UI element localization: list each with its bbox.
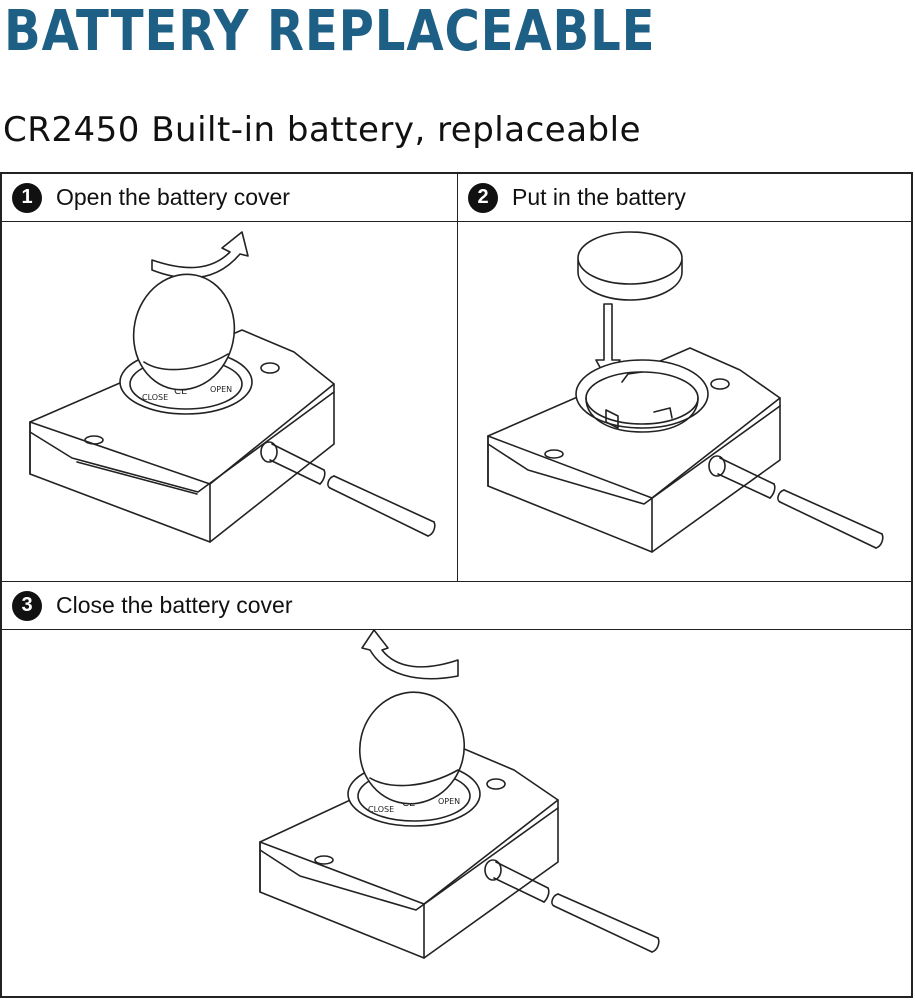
step-2-panel: 2 Put in the battery [458, 174, 911, 582]
open-cover-illustration: CLOSE CE OPEN [29, 231, 436, 543]
device-cable [260, 441, 436, 537]
compartment-ce-mark: CE [174, 386, 187, 397]
device-cable [708, 455, 884, 549]
step-2-label: Put in the battery [512, 184, 686, 210]
step-3-number-badge: 3 [12, 590, 42, 621]
close-cover-illustration: CLOSE CE OPEN [259, 630, 660, 959]
rotate-arrow-icon [361, 630, 459, 680]
steps-grid: 1 Open the battery cover [0, 172, 913, 998]
device-cable [484, 859, 660, 953]
step-1-panel: 1 Open the battery cover [2, 174, 458, 582]
step-3-panel: 3 Close the battery cover [2, 582, 911, 996]
step-1-header: 1 Open the battery cover [2, 174, 457, 222]
compartment-close-mark: CLOSE [142, 393, 168, 402]
step-3-header: 3 Close the battery cover [2, 582, 911, 630]
step-2-header: 2 Put in the battery [458, 174, 911, 222]
battery-coin [358, 691, 466, 805]
insert-battery-illustration [487, 231, 884, 553]
step-2-number-badge: 2 [468, 182, 498, 213]
battery-coin [577, 231, 683, 301]
page-subtitle: CR2450 Built-in battery, replaceable [3, 110, 641, 150]
step-1-number-badge: 1 [12, 182, 42, 213]
compartment-open-mark: OPEN [210, 385, 232, 394]
step-3-label: Close the battery cover [56, 592, 293, 618]
compartment-close-mark: CLOSE [368, 805, 394, 814]
device-body [259, 747, 559, 959]
step-1-label: Open the battery cover [56, 184, 290, 210]
page-title: BATTERY REPLACEABLE [4, 0, 656, 64]
battery-compartment [575, 359, 709, 433]
rotate-arrow-icon [151, 231, 249, 279]
battery-coin [132, 273, 236, 391]
compartment-open-mark: OPEN [438, 797, 460, 806]
